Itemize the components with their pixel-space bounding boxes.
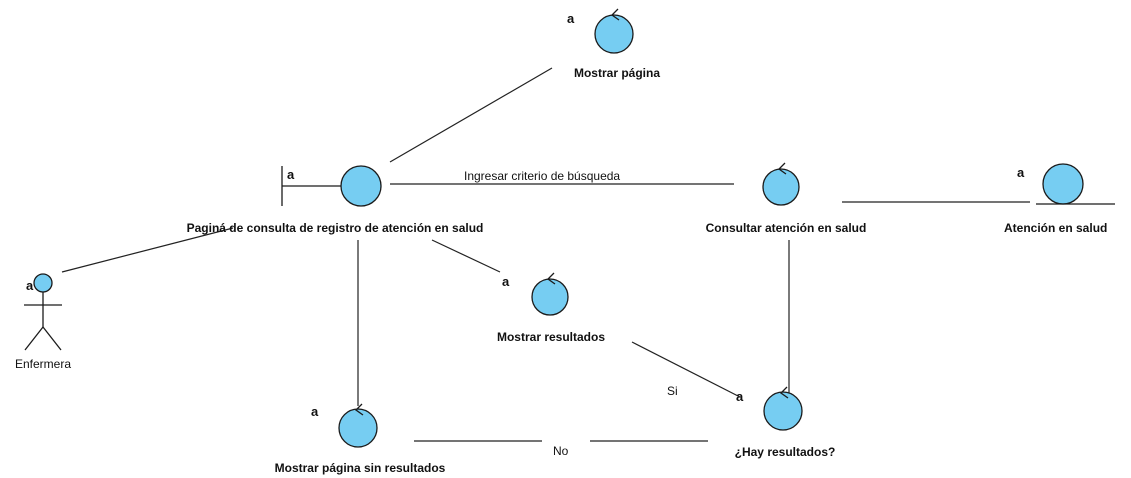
actor-leg-right (42, 326, 62, 351)
edge-boundary-mostrar-pagina (389, 67, 553, 163)
control-label: Mostrar página (574, 66, 660, 80)
edge-label-no: No (553, 444, 569, 458)
actor-head-icon (33, 273, 53, 293)
boundary-label: Paginá de consulta de registro de atenci… (187, 221, 484, 235)
stereotype-label: a (502, 274, 510, 289)
stereotype-label: a (567, 11, 575, 26)
control-arrow-icon (354, 403, 364, 416)
control-icon (594, 14, 634, 54)
control-label: Mostrar resultados (497, 330, 605, 344)
actor-enfermera[interactable]: a Enfermera (15, 273, 71, 371)
control-arrow-icon (610, 8, 620, 21)
entity-label: Atención en salud (1004, 221, 1107, 235)
control-arrow-icon (779, 386, 789, 399)
entity-atencion-salud[interactable]: a Atención en salud (1004, 163, 1115, 235)
control-label: ¿Hay resultados? (735, 445, 836, 459)
control-mostrar-resultados[interactable]: a Mostrar resultados (497, 272, 605, 344)
stereotype-label: a (736, 389, 744, 404)
control-icon (338, 408, 378, 448)
actor-leg-left (24, 326, 44, 351)
stereotype-label: a (311, 404, 319, 419)
connectors (61, 67, 1030, 442)
control-icon (531, 278, 569, 316)
stereotype-label: a (1017, 165, 1025, 180)
control-arrow-icon (777, 162, 787, 175)
control-hay-resultados[interactable]: a ¿Hay resultados? (735, 386, 836, 459)
edge-actor-boundary (61, 227, 234, 273)
edge-label-ingresar: Ingresar criterio de búsqueda (464, 169, 620, 183)
control-consultar[interactable]: Consultar atención en salud (706, 162, 867, 235)
stereotype-label: a (26, 278, 34, 293)
control-icon (763, 391, 803, 431)
actor-label: Enfermera (15, 357, 71, 371)
control-mostrar-pagina[interactable]: a Mostrar página (567, 8, 660, 80)
stereotype-label: a (287, 167, 295, 182)
control-label: Mostrar página sin resultados (275, 461, 446, 475)
edge-boundary-mostrar-resultados (431, 239, 501, 273)
edge-si (631, 341, 741, 398)
entity-icon (1042, 163, 1084, 205)
edge-label-si: Si (667, 384, 678, 398)
boundary-icon (340, 165, 382, 207)
boundary-pagina-consulta[interactable]: a Paginá de consulta de registro de aten… (187, 165, 484, 235)
control-arrow-icon (546, 272, 556, 285)
control-label: Consultar atención en salud (706, 221, 867, 235)
control-sin-resultados[interactable]: a Mostrar página sin resultados (275, 403, 446, 475)
control-icon (762, 168, 800, 206)
